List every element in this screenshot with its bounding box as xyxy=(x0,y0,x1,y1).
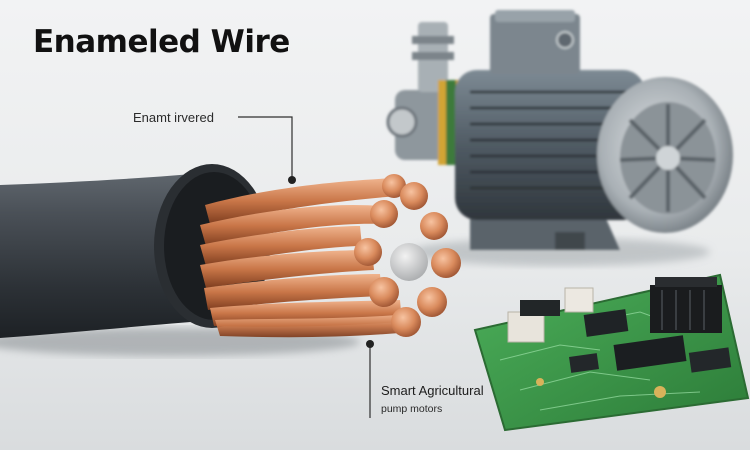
callout-top-label: Enamt irvered xyxy=(133,110,214,125)
motor xyxy=(386,10,733,266)
callout-bottom-label-line2: pump motors xyxy=(381,403,443,415)
callout-top-dot xyxy=(288,176,296,184)
cable xyxy=(0,164,461,356)
callout-top-line xyxy=(238,116,293,178)
circuit-board xyxy=(473,273,750,432)
page-title: Enameled Wire xyxy=(33,24,290,60)
callout-bottom-dot xyxy=(366,340,374,348)
callout-bottom-label-line1: Smart Agricultural xyxy=(381,383,484,398)
